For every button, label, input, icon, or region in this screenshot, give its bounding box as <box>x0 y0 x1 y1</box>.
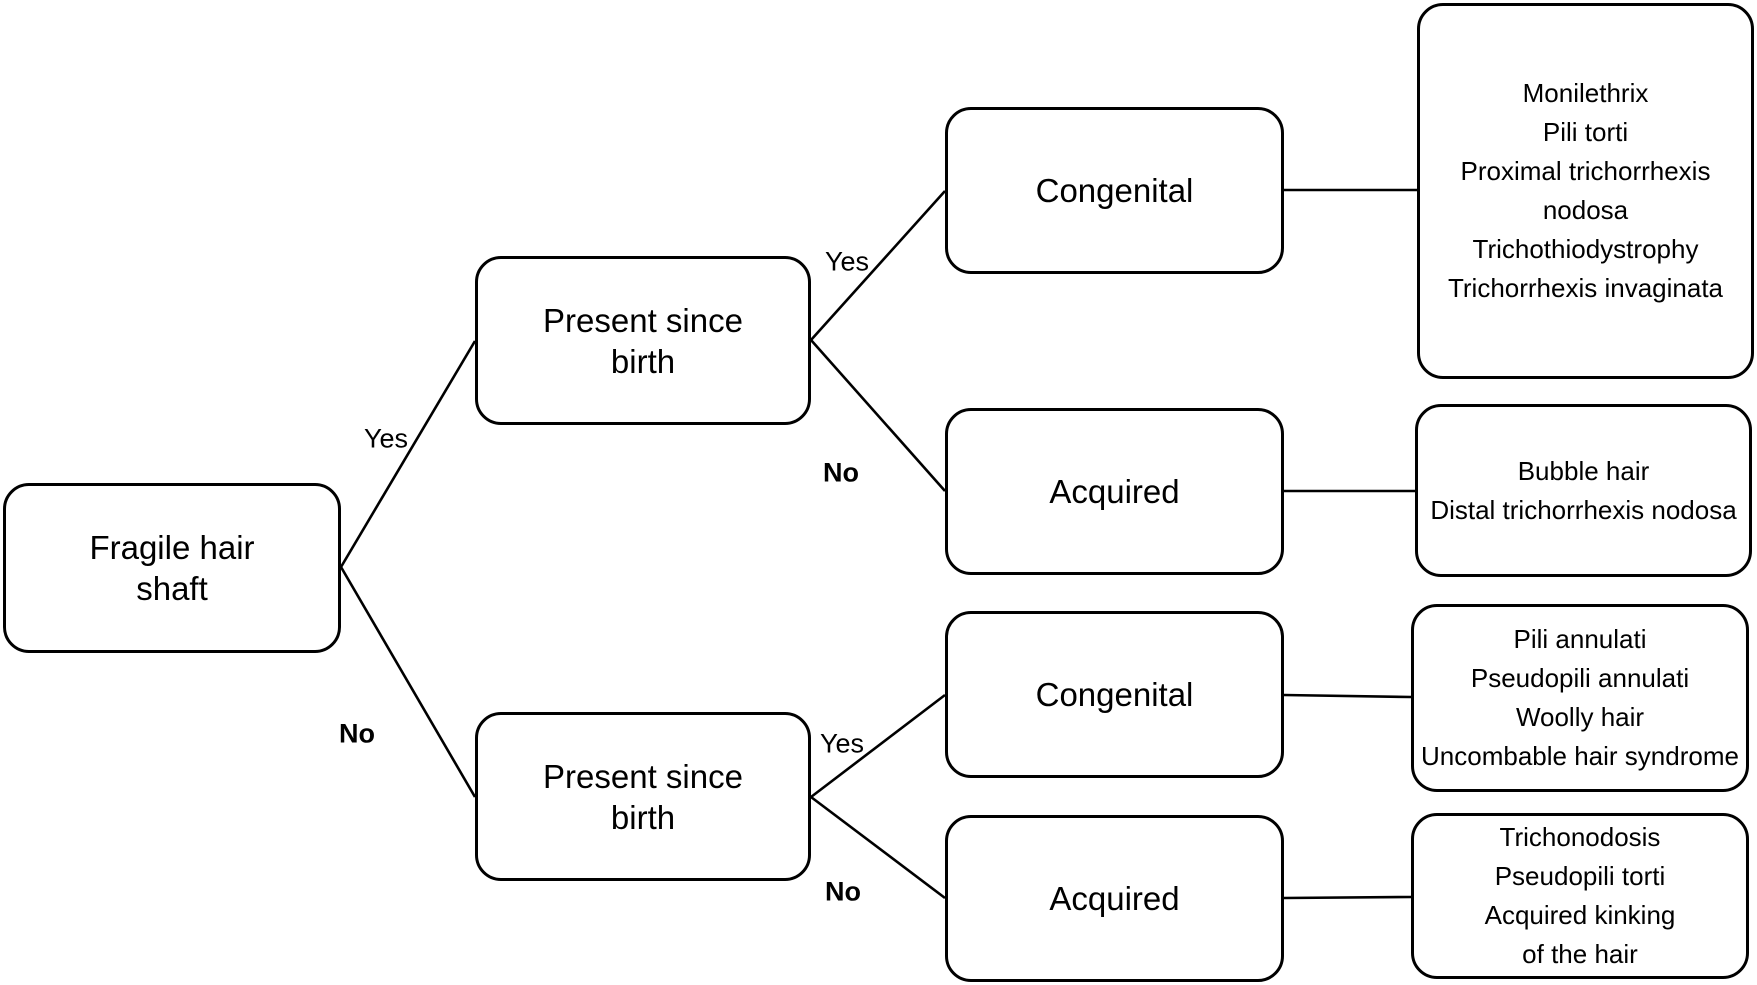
outcome-item: Woolly hair <box>1515 702 1645 732</box>
category-node-acquired-top: Acquired <box>945 408 1284 575</box>
outcome-item: Pili annulati <box>1513 624 1647 654</box>
outcome-item: Pseudopili torti <box>1494 861 1666 891</box>
outcome-item: Pili torti <box>1542 117 1629 147</box>
branch-label-bottom-no: No <box>825 876 861 907</box>
outcomes-box-congenital-since-birth: Monilethrix Pili torti Proximal trichorr… <box>1417 3 1754 379</box>
edge-acquired2-outcomes <box>1283 895 1412 900</box>
edge-root-no <box>339 566 477 798</box>
outcome-item: Proximal trichorrhexis nodosa <box>1460 156 1711 225</box>
root-node-fragile-hair-shaft: Fragile hair shaft <box>3 483 341 653</box>
outcome-item: Trichorrhexis invaginata <box>1447 273 1724 303</box>
outcome-item: Trichonodosis <box>1499 822 1661 852</box>
outcome-item: Monilethrix <box>1522 78 1649 108</box>
outcome-item: Distal trichorrhexis nodosa <box>1430 494 1737 525</box>
decision-node-present-since-birth-bottom: Present since birth <box>475 712 811 881</box>
edge-bottom-yes <box>810 693 946 799</box>
outcomes-box-congenital-not-fragile: Pili annulati Pseudopili annulati Woolly… <box>1411 604 1749 792</box>
branch-label-top-yes: Yes <box>824 246 870 277</box>
outcomes-box-acquired-since-birth: Bubble hair Distal trichorrhexis nodosa <box>1415 404 1752 577</box>
category-node-congenital-bottom: Congenital <box>945 611 1284 778</box>
edge-root-yes <box>339 340 477 568</box>
branch-label-root-no: No <box>339 718 375 749</box>
edge-bottom-no <box>810 795 946 900</box>
outcome-item: Trichothiodystrophy <box>1472 234 1699 264</box>
edge-top-no <box>810 339 946 492</box>
category-node-acquired-bottom: Acquired <box>945 815 1284 982</box>
decision-node-present-since-birth-top: Present since birth <box>475 256 811 425</box>
outcome-item: Acquired kinking of the hair <box>1484 900 1676 969</box>
category-node-congenital-top: Congenital <box>945 107 1284 274</box>
branch-label-top-no: No <box>823 457 859 488</box>
outcome-item: Uncombable hair syndrome <box>1421 741 1739 771</box>
branch-label-bottom-yes: Yes <box>819 728 865 759</box>
outcome-item: Pseudopili annulati <box>1470 663 1690 693</box>
outcome-item: Bubble hair <box>1517 455 1650 486</box>
edge-congenital2-outcomes <box>1283 693 1412 699</box>
edge-top-yes <box>810 190 946 341</box>
branch-label-root-yes: Yes <box>363 423 409 454</box>
outcomes-box-acquired-not-fragile: Trichonodosis Pseudopili torti Acquired … <box>1411 813 1749 979</box>
